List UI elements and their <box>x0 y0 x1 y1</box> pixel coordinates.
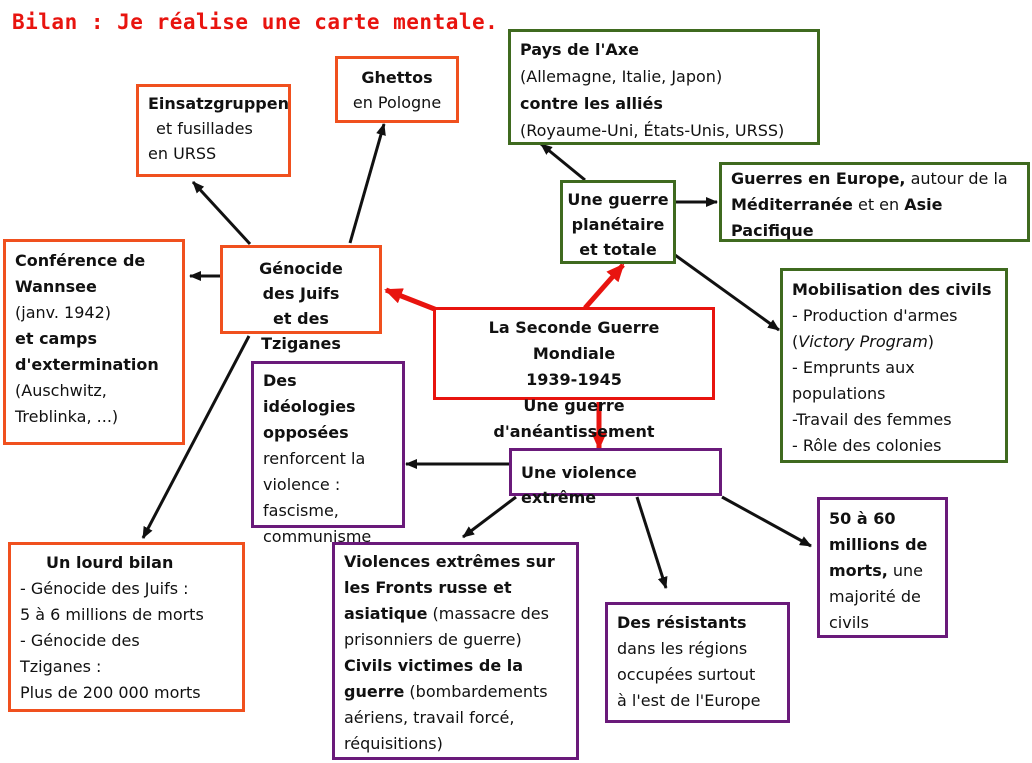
guerre-line2: planétaire <box>565 212 671 237</box>
arrow-to-fronts <box>463 497 516 537</box>
mobilisation-victory-program: Victory Program <box>798 332 928 351</box>
mobilisation-box: Mobilisation des civils - Production d'a… <box>780 268 1008 463</box>
mobilisation-line2: - Production d'armes <box>792 303 996 329</box>
guerre-node: Une guerre planétaire et totale <box>560 180 676 264</box>
ghettos-box: Ghettos en Pologne <box>335 56 459 123</box>
fronts-b5: Civils victimes de la <box>344 653 567 679</box>
center-line2: 1939-1945 <box>445 367 703 393</box>
guerre-line3: et totale <box>565 237 671 262</box>
ghettos-line1: Ghettos <box>347 65 447 90</box>
europe-b1: Guerres en Europe, <box>731 169 906 188</box>
arrow-to-resistants <box>637 497 666 588</box>
einsatz-line2: et fusillades <box>148 116 279 141</box>
resistants-line4: à l'est de l'Europe <box>617 688 778 714</box>
fronts-t6: (bombardements <box>404 682 547 701</box>
fronts-t7: aériens, travail forcé, <box>344 705 567 731</box>
wannsee-line6: (Auschwitz, <box>15 378 173 404</box>
einsatz-line1: Einsatzgruppen <box>148 91 279 116</box>
mobilisation-line6: -Travail des femmes <box>792 407 996 433</box>
fronts-b3: asiatique <box>344 604 427 623</box>
axe-line3: contre les alliés <box>520 90 808 117</box>
arrow-center-to-guerre <box>585 265 623 308</box>
genocide-line2: des Juifs <box>232 281 370 306</box>
resistants-box: Des résistants dans les régions occupées… <box>605 602 790 723</box>
mobilisation-line1: Mobilisation des civils <box>792 277 996 303</box>
axe-line1: Pays de l'Axe <box>520 36 808 63</box>
wannsee-line5: d'extermination <box>15 352 173 378</box>
ideologies-box: Des idéologies opposées renforcent la vi… <box>251 361 405 528</box>
fronts-box: Violences extrêmes sur les Fronts russe … <box>332 542 579 760</box>
fronts-t3: (massacre des <box>427 604 548 623</box>
resistants-line3: occupées surtout <box>617 662 778 688</box>
wannsee-box: Conférence de Wannsee (janv. 1942) et ca… <box>3 239 185 445</box>
arrow-to-einsatz <box>193 182 250 244</box>
mobilisation-line4: - Emprunts aux <box>792 355 996 381</box>
wannsee-line7: Treblinka, ...) <box>15 404 173 430</box>
wannsee-line1: Conférence de <box>15 248 173 274</box>
ghettos-line2: en Pologne <box>347 90 447 115</box>
bilan-line4: - Génocide des <box>20 628 233 654</box>
fronts-t8: réquisitions) <box>344 731 567 757</box>
arrow-to-morts <box>722 497 811 546</box>
ideologies-line3: renforcent la <box>263 446 393 472</box>
bilan-line6: Plus de 200 000 morts <box>20 680 233 706</box>
axe-line2: (Allemagne, Italie, Japon) <box>520 63 808 90</box>
europe-b3: Asie <box>904 195 942 214</box>
europe-b4: Pacifique <box>731 218 1018 244</box>
center-node: La Seconde Guerre Mondiale 1939-1945 Une… <box>433 307 715 400</box>
morts-b3: morts, <box>829 561 888 580</box>
fronts-b6: guerre <box>344 682 404 701</box>
arrow-center-to-genocide <box>386 290 437 310</box>
violence-node: Une violence extrême <box>509 448 722 496</box>
wannsee-line3: (janv. 1942) <box>15 300 173 326</box>
morts-t5: civils <box>829 610 936 636</box>
ideologies-line1: Des idéologies <box>263 368 393 420</box>
genocide-line3: et des Tziganes <box>232 306 370 356</box>
bilan-line2: - Génocide des Juifs : <box>20 576 233 602</box>
guerre-line1: Une guerre <box>565 187 671 212</box>
genocide-line1: Génocide <box>232 256 370 281</box>
ideologies-line4: violence : <box>263 472 393 498</box>
bilan-line3: 5 à 6 millions de morts <box>20 602 233 628</box>
morts-t4: majorité de <box>829 584 936 610</box>
mobilisation-line7: - Rôle des colonies <box>792 433 996 459</box>
axe-box: Pays de l'Axe (Allemagne, Italie, Japon)… <box>508 29 820 145</box>
fronts-b1: Violences extrêmes sur <box>344 549 567 575</box>
ideologies-line2: opposées <box>263 420 393 446</box>
wannsee-line4: et camps <box>15 326 173 352</box>
mobilisation-line5: populations <box>792 381 996 407</box>
morts-t3: une <box>888 561 923 580</box>
bilan-box: Un lourd bilan - Génocide des Juifs : 5 … <box>8 542 245 712</box>
resistants-line1: Des résistants <box>617 610 778 636</box>
genocide-node: Génocide des Juifs et des Tziganes <box>220 245 382 334</box>
einsatz-line3: en URSS <box>148 141 279 166</box>
europe-t1: autour de la <box>906 169 1008 188</box>
einsatz-box: Einsatzgruppen et fusillades en URSS <box>136 84 291 177</box>
fronts-b2: les Fronts russe et <box>344 575 567 601</box>
axe-line4: (Royaume-Uni, États-Unis, URSS) <box>520 117 808 144</box>
resistants-line2: dans les régions <box>617 636 778 662</box>
bilan-line5: Tziganes : <box>20 654 233 680</box>
europe-b2: Méditerranée <box>731 195 853 214</box>
morts-b2: millions de <box>829 532 936 558</box>
wannsee-line2: Wannsee <box>15 274 173 300</box>
europe-box: Guerres en Europe, autour de la Méditerr… <box>719 162 1030 242</box>
mobilisation-paren-close: ) <box>928 332 934 351</box>
europe-t2: et en <box>853 195 904 214</box>
center-line3: Une guerre d'anéantissement <box>445 393 703 445</box>
arrow-to-axe <box>541 144 585 180</box>
morts-box: 50 à 60 millions de morts, une majorité … <box>817 497 948 638</box>
ideologies-line5: fascisme, <box>263 498 393 524</box>
fronts-t4: prisonniers de guerre) <box>344 627 567 653</box>
arrow-to-ghettos <box>350 124 384 243</box>
center-line1: La Seconde Guerre Mondiale <box>445 315 703 367</box>
morts-b1: 50 à 60 <box>829 506 936 532</box>
bilan-line1: Un lourd bilan <box>20 550 233 576</box>
